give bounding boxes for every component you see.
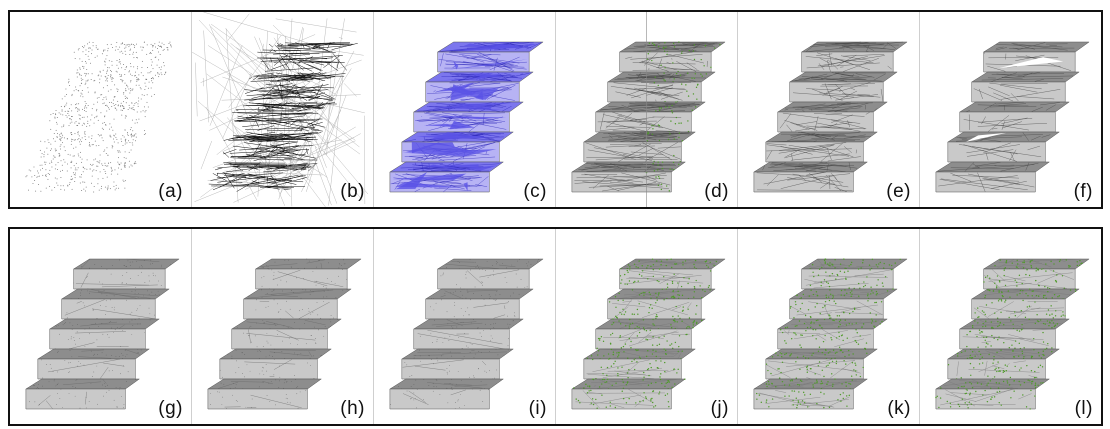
panel-label: (j) — [710, 398, 729, 419]
panel-label: (k) — [887, 398, 911, 419]
figure-panel: (d) — [556, 12, 738, 207]
figure-panel: (j) — [556, 229, 738, 424]
figure-row-bottom: (g) (h) (i) (j) (k) (l) — [8, 227, 1103, 426]
panel-label: (e) — [886, 181, 911, 202]
stair-render — [753, 258, 908, 410]
figure-panel: (i) — [374, 229, 556, 424]
panel-label: (h) — [340, 398, 365, 419]
panel-label: (l) — [1074, 398, 1093, 419]
figure-panel: (a) — [10, 12, 192, 207]
stair-render — [571, 12, 726, 207]
stair-render — [25, 41, 172, 193]
panel-label: (f) — [1073, 181, 1093, 202]
stair-render — [935, 258, 1090, 410]
panel-label: (c) — [523, 181, 547, 202]
stair-render — [571, 258, 726, 410]
stair-render — [753, 41, 908, 193]
panel-label: (b) — [340, 181, 365, 202]
panel-label: (i) — [528, 398, 547, 419]
figure-panel: (g) — [10, 229, 192, 424]
figure-panel: (h) — [192, 229, 374, 424]
figure-panel: (l) — [920, 229, 1101, 424]
panel-label: (g) — [158, 398, 183, 419]
panel-label: (d) — [704, 181, 729, 202]
stair-render — [389, 258, 544, 410]
figure-panel: (f) — [920, 12, 1101, 207]
figure-row-top: (a) (b) (c) (d) (e) (f) — [8, 10, 1103, 209]
figure-panel: (k) — [738, 229, 920, 424]
stair-render — [935, 41, 1090, 193]
stair-render — [389, 41, 544, 193]
figure-panel: (e) — [738, 12, 920, 207]
stair-render — [25, 258, 180, 410]
stair-render — [192, 12, 369, 207]
stair-render — [207, 258, 362, 410]
panel-label: (a) — [158, 181, 183, 202]
figure-panel: (c) — [374, 12, 556, 207]
figure-panel: (b) — [192, 12, 374, 207]
